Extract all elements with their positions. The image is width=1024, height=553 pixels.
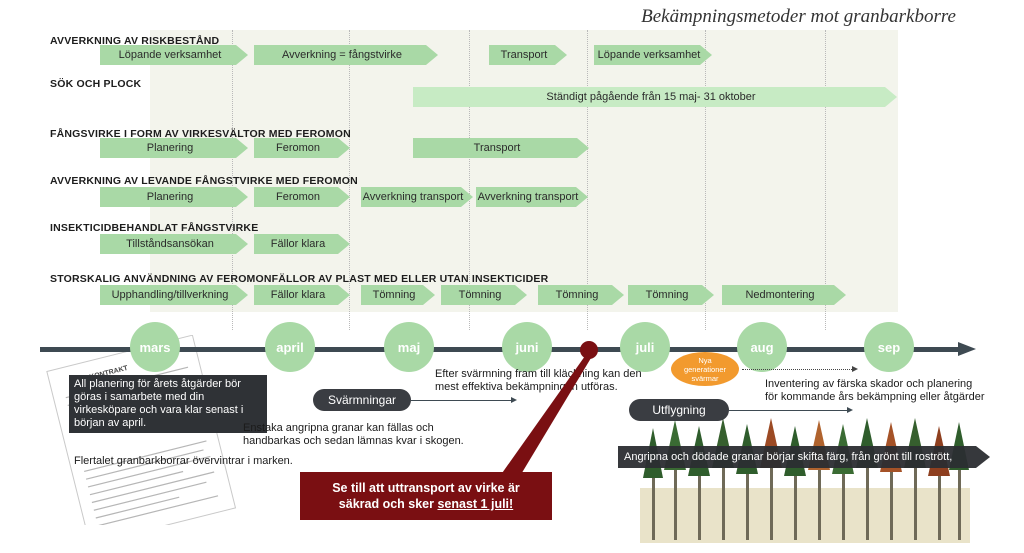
phase-bar: Avverkning = fångstvirke: [254, 45, 438, 65]
phase-bar: Nedmontering: [722, 285, 846, 305]
phase-bar: Planering: [100, 138, 248, 158]
deadline-pointer: [500, 356, 591, 476]
phase-bar: Tömning: [361, 285, 435, 305]
forest-illustration: [640, 418, 970, 543]
phase-bar: Tömning: [538, 285, 624, 305]
section-heading-feromonfallor: STORSKALIG ANVÄNDNING AV FEROMONFÄLLOR A…: [50, 273, 549, 285]
inventory-note: Inventering av färska skador och planeri…: [765, 378, 985, 403]
month-marker-mars: mars: [130, 322, 180, 372]
phase-bar: Fällor klara: [254, 234, 350, 254]
phase-bar: Ständigt pågående från 15 maj- 31 oktobe…: [413, 87, 897, 107]
phase-bar: Feromon: [254, 187, 350, 207]
phase-bar: Fällor klara: [254, 285, 350, 305]
emergence-arrow-line: [729, 410, 847, 411]
month-marker-maj: maj: [384, 322, 434, 372]
timeline-arrowhead: [958, 342, 976, 356]
section-heading-riskbestand: AVVERKNING AV RISKBESTÅND: [50, 35, 220, 47]
phase-bar: Löpande verksamhet: [594, 45, 712, 65]
section-heading-fangsvirke: FÅNGSVIRKE I FORM AV VIRKESVÄLTOR MED FE…: [50, 128, 351, 140]
grid-line: [469, 30, 470, 330]
wintering-note: Flertalet granbarkborrar övervintrar i m…: [74, 455, 293, 467]
phase-bar: Tillståndsansökan: [100, 234, 248, 254]
phase-bar: Avverkning transport: [476, 187, 588, 207]
deadline-callout: Se till att uttransport av virke är säkr…: [300, 472, 552, 520]
dotted-arrow-line: [742, 369, 852, 370]
section-heading-levande-fangstvirke: AVVERKNING AV LEVANDE FÅNGSTVIRKE MED FE…: [50, 175, 358, 187]
phase-bar: Tömning: [628, 285, 714, 305]
month-marker-sep: sep: [864, 322, 914, 372]
phase-bar: Transport: [489, 45, 567, 65]
grid-line: [825, 30, 826, 330]
planning-note: All planering för årets åtgärder bör gör…: [69, 375, 267, 433]
month-marker-april: april: [265, 322, 315, 372]
timeline-axis: [40, 347, 960, 352]
grid-line: [587, 30, 588, 330]
grid-line: [232, 30, 233, 330]
timeline-background-panel: [150, 30, 898, 312]
deadline-marker: [580, 341, 598, 359]
phase-bar: Feromon: [254, 138, 350, 158]
discoloration-banner: Angripna och dödade granar börjar skifta…: [618, 446, 990, 468]
phase-bar: Planering: [100, 187, 248, 207]
phase-bar: Avverkning transport: [361, 187, 473, 207]
swarming-arrow-line: [411, 400, 511, 401]
emergence-arrowhead: [847, 407, 853, 413]
phase-bar: Upphandling/tillverkning: [100, 285, 248, 305]
emergence-label: Utflygning: [629, 399, 729, 421]
diagram-title: Bekämpningsmetoder mot granbarkborre: [641, 6, 956, 27]
month-marker-aug: aug: [737, 322, 787, 372]
standing-trees-note: Enstaka angripna granar kan fällas och h…: [243, 422, 464, 447]
grid-line: [349, 30, 350, 330]
swarming-label: Svärmningar: [313, 389, 411, 411]
month-marker-juli: juli: [620, 322, 670, 372]
section-heading-insekticid: INSEKTICIDBEHANDLAT FÅNGSTVIRKE: [50, 222, 259, 234]
section-heading-sok-och-plock: SÖK OCH PLOCK: [50, 78, 142, 90]
dotted-arrowhead: [852, 366, 858, 372]
phase-bar: Transport: [413, 138, 589, 158]
phase-bar: Tömning: [441, 285, 527, 305]
new-generation-badge: Nya generationer svärmar: [671, 352, 739, 386]
phase-bar: Löpande verksamhet: [100, 45, 248, 65]
grid-line: [705, 30, 706, 330]
swarming-arrowhead: [511, 397, 517, 403]
month-marker-juni: juni: [502, 322, 552, 372]
